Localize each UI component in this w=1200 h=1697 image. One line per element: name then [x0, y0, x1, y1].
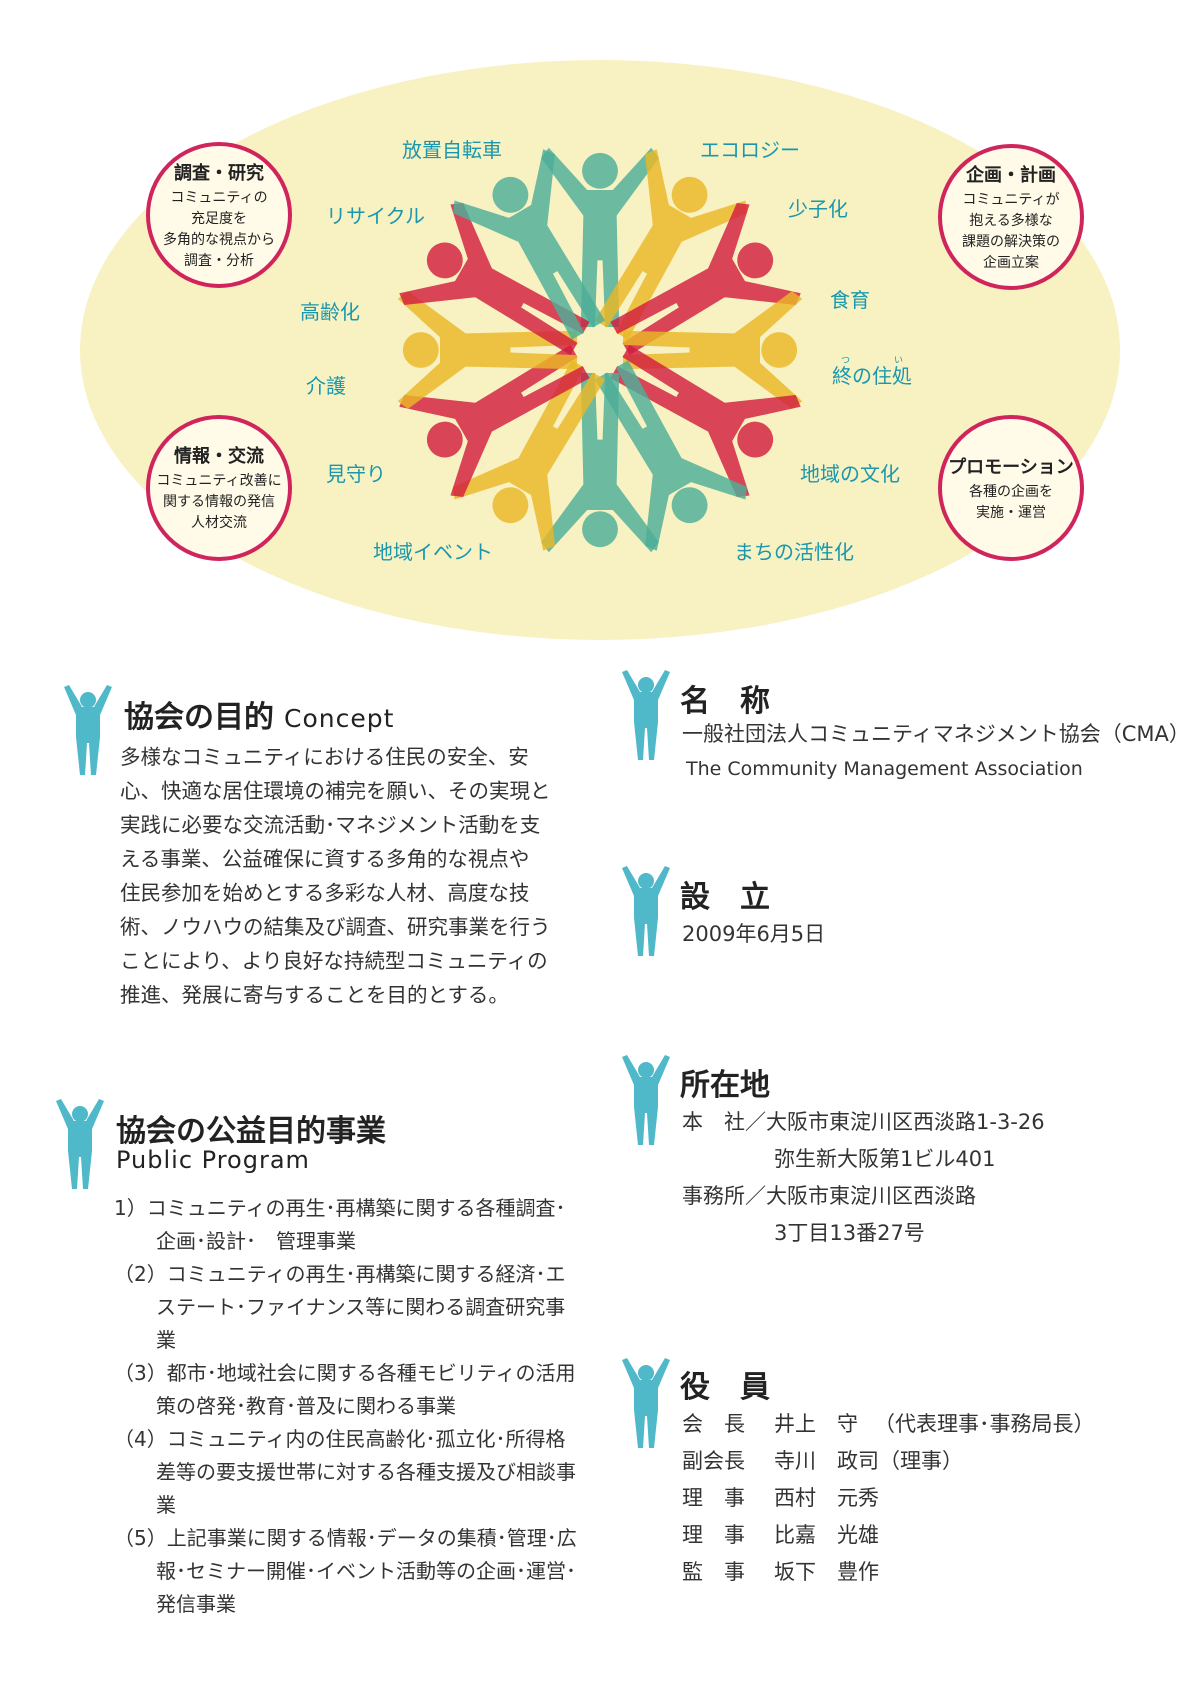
program-item: （5）上記事業に関する情報･データの集積･管理･広報･セミナー開催･イベント活動…: [114, 1526, 577, 1616]
circle-planning-desc: コミュニティが 抱える多様な 課題の解決策の 企画立案: [962, 191, 1060, 271]
topic-recycling: リサイクル: [326, 204, 425, 228]
circle-planning-title: 企画・計画: [966, 164, 1056, 186]
person-raised-arms-icon: [622, 1055, 670, 1145]
concept-line: 多様なコミュニティにおける住民の安全、安: [120, 745, 529, 769]
person-raised-arms-icon: [622, 866, 670, 956]
officer-role: 監 事: [682, 1560, 745, 1584]
topic-town-revitalization: まちの活性化: [734, 540, 854, 564]
person-raised-arms-icon: [622, 1358, 670, 1448]
topic-watching-over: 見守り: [326, 462, 386, 486]
officer-name: 井上 守: [774, 1412, 858, 1436]
name-value-en: The Community Management Association: [686, 758, 1083, 780]
officers-list: 会 長 井上 守 （代表理事･事務局長） 副会長 寺川 政司（理事） 理 事 西村 元秀…: [682, 1406, 1095, 1591]
circle-information: 情報・交流 コミュニティ改善に 関する情報の発信 人材交流: [146, 415, 292, 561]
officer-role: 会 長: [682, 1412, 745, 1436]
program-list: 1）コミュニティの再生･再構築に関する各種調査･企画･設計･ 管理事業 （2）コ…: [114, 1192, 584, 1621]
office-address-line1: 大阪市東淀川区西淡路: [766, 1184, 976, 1208]
officer-row: 理 事 西村 元秀: [682, 1480, 1095, 1517]
officer-name: 西村 元秀: [774, 1486, 879, 1510]
location-title: 所在地: [680, 1068, 770, 1103]
location-block: 本 社／大阪市東淀川区西淡路1-3-26 弥生新大阪第1ビル401 事務所／大阪…: [682, 1104, 1045, 1252]
topic-local-culture: 地域の文化: [800, 462, 900, 486]
program-item: （4）コミュニティ内の住民高齢化･孤立化･所得格差等の要支援世帯に対する各種支援…: [114, 1427, 576, 1517]
concept-title-en: Concept: [284, 704, 395, 733]
topic-aging: 高齢化: [300, 300, 360, 324]
concept-line: ことにより、より良好な持続型コミュニティの: [120, 949, 548, 973]
established-value: 2009年6月5日: [682, 922, 826, 946]
name-value: 一般社団法人コミュニティマネジメント協会（CMA）: [682, 722, 1190, 746]
person-raised-arms-icon: [622, 670, 670, 760]
officer-name: 比嘉 光雄: [774, 1523, 879, 1547]
program-title: 協会の公益目的事業: [116, 1114, 386, 1149]
circle-planning: 企画・計画 コミュニティが 抱える多様な 課題の解決策の 企画立案: [938, 144, 1084, 290]
program-item: （3）都市･地域社会に関する各種モビリティの活用策の啓発･教育･普及に関わる事業: [114, 1361, 576, 1418]
program-item: （2）コミュニティの再生･再構築に関する経済･エステート･ファイナンス等に関わる…: [114, 1262, 566, 1352]
hq-address-line1: 大阪市東淀川区西淡路1-3-26: [766, 1110, 1045, 1134]
concept-line: 推進、発展に寄与することを目的とする。: [120, 983, 509, 1007]
hq-address-line2: 弥生新大阪第1ビル401: [774, 1147, 996, 1171]
office-label: 事務所／: [682, 1184, 766, 1208]
topic-food-education: 食育: [830, 288, 870, 312]
officer-role: 理 事: [682, 1486, 745, 1510]
background-ellipse: [80, 60, 1120, 640]
person-raised-arms-icon: [56, 1099, 104, 1189]
officer-name: 坂下 豊作: [774, 1560, 879, 1584]
circle-promotion-title: プロモーション: [948, 456, 1074, 478]
office-address-line2: 3丁目13番27号: [774, 1221, 925, 1245]
officer-name: 寺川 政司: [774, 1449, 879, 1473]
circle-promotion: プロモーション 各種の企画を 実施・運営: [938, 415, 1084, 561]
hq-label: 本 社／: [682, 1110, 766, 1134]
concept-line: 心、快適な居住環境の補完を願い、その実現と: [120, 779, 551, 803]
circle-information-desc: コミュニティ改善に 関する情報の発信 人材交流: [156, 473, 282, 531]
concept-heading: 協会の目的 Concept: [124, 692, 394, 736]
officer-role: 理 事: [682, 1523, 745, 1547]
circle-promotion-desc: 各種の企画を 実施・運営: [969, 483, 1053, 521]
program-item: 1）コミュニティの再生･再構築に関する各種調査･企画･設計･ 管理事業: [114, 1196, 566, 1253]
concept-body: 多様なコミュニティにおける住民の安全、安 心、快適な居住環境の補完を願い、その実…: [120, 740, 551, 1012]
officers-title: 役 員: [680, 1370, 770, 1405]
officer-row: 監 事 坂下 豊作: [682, 1554, 1095, 1591]
officer-note: （理事）: [879, 1449, 963, 1473]
name-title: 名 称: [680, 684, 770, 719]
topic-nursing-care: 介護: [306, 374, 346, 398]
concept-title: 協会の目的: [124, 700, 274, 735]
program-title-en: Public Program: [116, 1146, 310, 1174]
concept-line: える事業、公益確保に資する多角的な視点や: [120, 847, 530, 871]
established-title: 設 立: [680, 880, 770, 915]
concept-line: 住民参加を始めとする多彩な人材、高度な技: [120, 881, 530, 905]
concept-line: 実践に必要な交流活動･マネジメント活動を支: [120, 813, 541, 837]
circle-research-desc: コミュニティの 充足度を 多角的な視点から 調査・分析: [163, 189, 275, 269]
topic-local-events: 地域イベント: [373, 540, 493, 564]
topic-ecology: エコロジー: [700, 138, 800, 162]
diagram-graphic: [80, 60, 1120, 640]
officer-row: 副会長 寺川 政司（理事）: [682, 1443, 1095, 1480]
officer-note: （代表理事･事務局長）: [874, 1412, 1095, 1436]
circle-research: 調査・研究 コミュニティの 充足度を 多角的な視点から 調査・分析: [146, 142, 292, 288]
topic-abandoned-bicycles: 放置自転車: [402, 138, 502, 162]
officer-row: 会 長 井上 守 （代表理事･事務局長）: [682, 1406, 1095, 1443]
concept-line: 術、ノウハウの結集及び調査、研究事業を行う: [120, 915, 551, 939]
topic-final-home: 終の住処つい: [832, 356, 912, 388]
person-raised-arms-icon: [64, 685, 112, 775]
circle-information-title: 情報・交流: [174, 446, 264, 467]
topic-declining-birthrate: 少子化: [788, 197, 848, 221]
circle-research-title: 調査・研究: [174, 162, 264, 184]
officer-row: 理 事 比嘉 光雄: [682, 1517, 1095, 1554]
officer-role: 副会長: [682, 1449, 745, 1473]
community-diagram: 放置自転車 エコロジー リサイクル 少子化 高齢化 食育 介護 終の住処つい 見…: [0, 0, 1200, 650]
